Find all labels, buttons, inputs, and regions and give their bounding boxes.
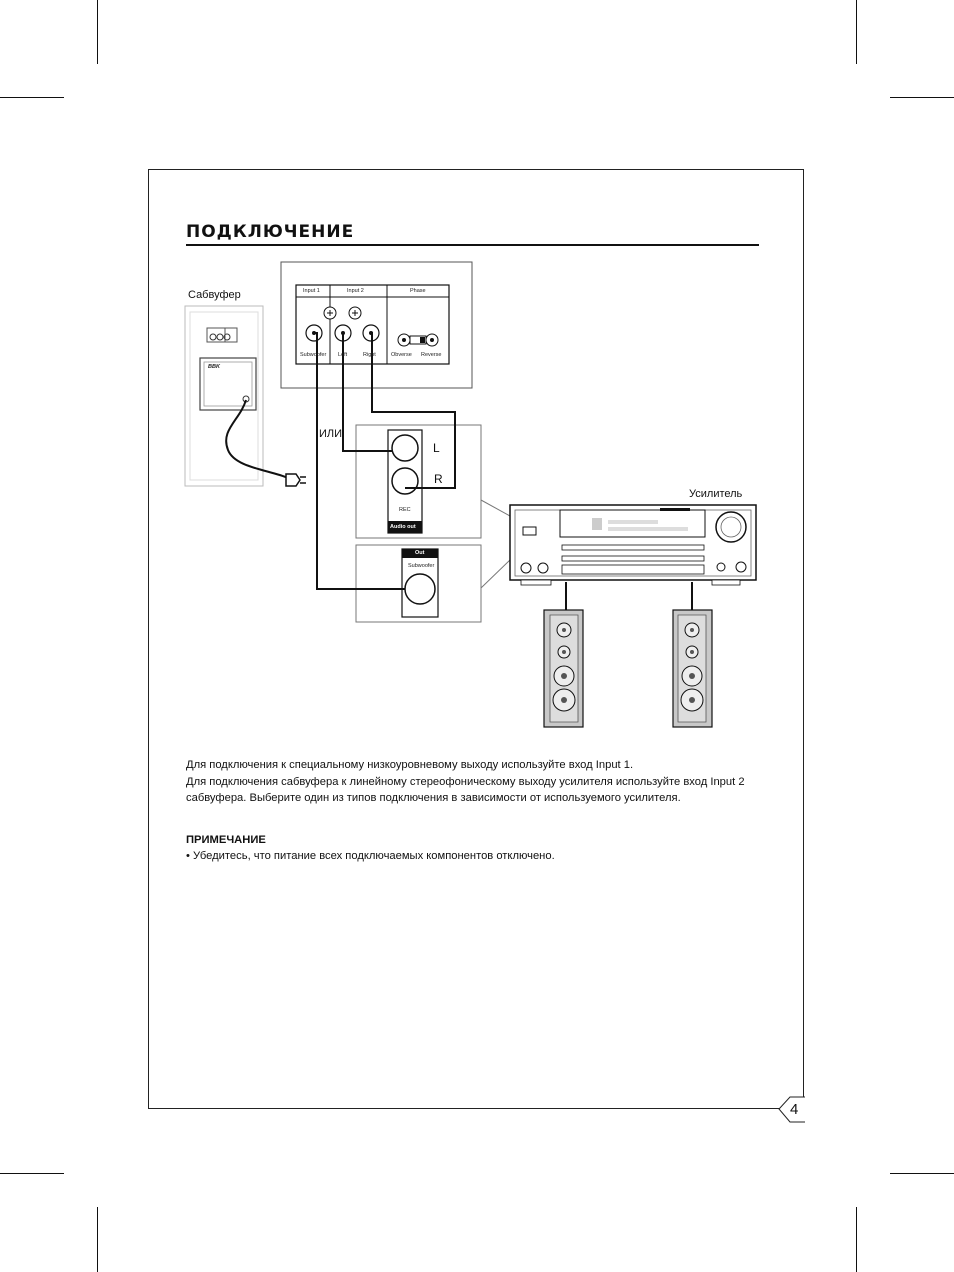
crop-mark bbox=[0, 97, 64, 98]
panel-subwoofer: Subwoofer bbox=[300, 352, 327, 358]
audio-out-rec: REC bbox=[399, 507, 411, 513]
crop-mark bbox=[97, 1207, 98, 1272]
left-channel-label: L bbox=[433, 441, 440, 455]
panel-obverse: Obverse bbox=[391, 352, 412, 358]
power-plug-icon bbox=[285, 473, 306, 487]
crop-mark bbox=[856, 0, 857, 64]
page-number: 4 bbox=[790, 1101, 799, 1118]
subwoofer-label: Сабвуфер bbox=[188, 289, 241, 301]
instruction-input1: Для подключения к специальному низкоуров… bbox=[186, 759, 634, 771]
instruction-input2: Для подключения сабвуфера к линейному ст… bbox=[186, 775, 745, 805]
note-title: ПРИМЕЧАНИЕ bbox=[186, 834, 266, 846]
connection-diagram bbox=[184, 261, 757, 728]
crop-mark bbox=[97, 0, 98, 64]
sub-out-label: Subwoofer bbox=[408, 563, 435, 569]
crop-mark bbox=[890, 97, 954, 98]
phase-switch bbox=[397, 333, 439, 347]
page-number-tab bbox=[778, 1096, 805, 1123]
title-underline bbox=[186, 244, 759, 246]
panel-input1: Input 1 bbox=[303, 288, 320, 294]
or-label: ИЛИ bbox=[319, 428, 343, 440]
speaker-right bbox=[672, 609, 713, 728]
page-frame bbox=[148, 169, 804, 1109]
panel-right: Right bbox=[363, 352, 376, 358]
note-text: • Убедитесь, что питание всех подключаем… bbox=[186, 850, 555, 862]
panel-phase: Phase bbox=[410, 288, 426, 294]
amplifier-label: Усилитель bbox=[689, 488, 743, 500]
crop-mark bbox=[0, 1173, 64, 1174]
panel-reverse: Reverse bbox=[421, 352, 442, 358]
sub-out-header: Out bbox=[415, 550, 425, 556]
crop-mark bbox=[890, 1173, 954, 1174]
panel-left: Left bbox=[338, 352, 348, 358]
panel-input2: Input 2 bbox=[347, 288, 364, 294]
page-title: ПОДКЛЮЧЕНИЕ bbox=[186, 222, 355, 242]
speaker-left bbox=[543, 609, 584, 728]
subwoofer-cabinet bbox=[184, 305, 264, 487]
crop-mark bbox=[856, 1207, 857, 1272]
audio-out-label: Audio out bbox=[390, 524, 416, 530]
amplifier-unit bbox=[509, 504, 757, 586]
logo-badge: BBK bbox=[208, 364, 220, 370]
instructions: Для подключения к специальному низкоуров… bbox=[186, 757, 766, 807]
right-channel-label: R bbox=[434, 472, 443, 486]
